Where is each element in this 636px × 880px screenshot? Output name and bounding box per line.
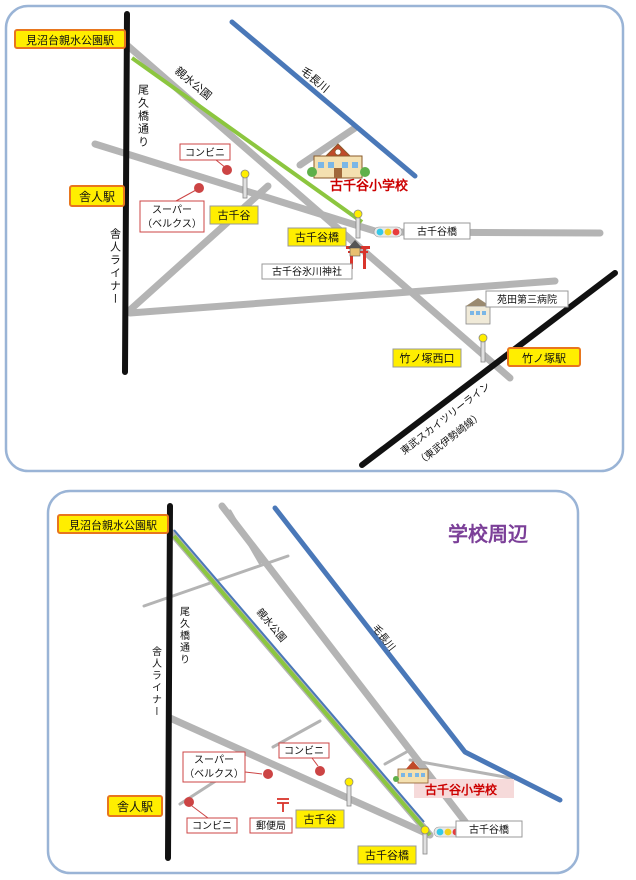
overview-map: 見沼台親水公園駅 舎人駅 竹ノ塚駅 竹ノ塚西口 尾久橋通り 舎人ライナー 親水公… (4, 4, 625, 473)
bus-stop-kojiya-icon-2 (344, 777, 354, 807)
station-minumadai: 見沼台親水公園駅 (26, 33, 114, 47)
hospital-label: 苑田第三病院 (497, 293, 557, 306)
svg-text:舎人ライナー: 舎人ライナー (109, 228, 122, 306)
school-label-2: 古千谷小学校 (425, 782, 498, 797)
station-box-minumadai-2 (57, 514, 169, 534)
stop-kojiyabashi-2: 古千谷橋 (365, 848, 409, 862)
school-label-bg-2 (414, 779, 514, 798)
stop-kojiyabashi: 古千谷橋 (295, 230, 339, 244)
convenience-box-2 (186, 817, 238, 834)
post-office-label: 郵便局 (256, 819, 286, 832)
convenience-leader-2 (191, 805, 209, 819)
school-icon-2 (393, 761, 429, 784)
stop-box-kojiya (209, 205, 259, 225)
convenience-dot-1 (315, 766, 325, 776)
stop-box-kojiya-2 (295, 809, 345, 829)
convenience-label: コンビニ (185, 147, 225, 159)
kenagawa-river-2 (272, 505, 563, 803)
supermarket-box-2 (182, 751, 246, 783)
toneri-liner-label-2: 舎人ライナー (150, 646, 162, 718)
stop-takenotsuka-west: 竹ノ塚西口 (400, 351, 455, 365)
svg-text:尾久橋通り: 尾久橋通り (178, 606, 190, 666)
supermarket-leader-2 (244, 771, 263, 775)
convenience-dot (222, 165, 232, 175)
shrine-label: 古千谷氷川神社 (272, 265, 342, 278)
supermarket-label-1: スーパー (152, 204, 192, 216)
shrine-label-box (261, 263, 353, 280)
signal-label: 古千谷橋 (417, 225, 457, 238)
hospital-icon (465, 298, 491, 325)
station-toneri-2: 舎人駅 (117, 800, 153, 814)
road-north-branch (218, 502, 474, 832)
school-area-map: 学校周辺 見沼台親水公園駅 舎人駅 尾久橋通り 舎人ライナー 親水公園 (46, 489, 580, 875)
ogubashi-label-2: 尾久橋通り (178, 606, 190, 666)
supermarket-dot-2 (263, 769, 273, 779)
road-kojiya (91, 140, 382, 236)
bus-stop-kojiyabashi-icon-2 (420, 825, 430, 855)
signal-label-box (403, 222, 471, 240)
toneri-liner-rail-2 (165, 503, 173, 861)
bus-stop-icon (478, 333, 488, 363)
green-path-2 (172, 534, 432, 837)
shrine-icon (348, 240, 362, 257)
stop-box-takenotsuka-west (392, 348, 462, 368)
station-minumadai-2: 見沼台親水公園駅 (69, 518, 157, 532)
ogubashi-label: 尾久橋通り (137, 84, 150, 149)
kenagawa-river (229, 19, 418, 179)
svg-text:尾久橋通り: 尾久橋通り (137, 84, 150, 149)
post-office-box (249, 817, 293, 834)
bus-stop-kojiyabashi-icon (353, 209, 363, 239)
convenience-leader-1 (311, 757, 319, 767)
green-path (130, 56, 364, 224)
toneri-liner-label: 舎人ライナー (109, 228, 122, 306)
road-south (126, 277, 559, 317)
hospital-label-box (485, 290, 569, 308)
supermarket-label-box (139, 200, 205, 233)
stop-kojiya: 古千谷 (218, 209, 251, 222)
road-short (296, 124, 359, 169)
post-office-icon (277, 798, 289, 812)
convenience-label-2: コンビニ (192, 820, 232, 832)
station-box-takenotsuka (507, 347, 581, 367)
station-box-toneri (69, 185, 125, 207)
stop-kojiya-2: 古千谷 (304, 813, 337, 826)
supermarket-leader (175, 189, 197, 202)
bus-stop-kojiya-icon (240, 169, 250, 199)
convenience-dot-2 (184, 797, 194, 807)
toneri-liner-rail (122, 11, 130, 375)
tobu-rail (359, 270, 618, 468)
supermarket-label-2: （ベルクス） (142, 218, 202, 230)
station-takenotsuka: 竹ノ塚駅 (522, 351, 566, 365)
school-label: 古千谷小学校 (330, 178, 409, 194)
signal-label-box-2 (455, 820, 523, 838)
supermarket-label-2b: （ベルクス） (184, 768, 244, 780)
map-title: 学校周辺 (448, 522, 528, 546)
station-box-toneri-2 (107, 795, 163, 817)
station-toneri: 舎人駅 (79, 190, 115, 204)
stop-box-kojiyabashi (287, 227, 347, 247)
signal-label-2: 古千谷橋 (469, 823, 509, 836)
convenience-label-1: コンビニ (284, 745, 324, 757)
supermarket-label-2a: スーパー (194, 754, 234, 766)
station-box-minumadai (14, 29, 126, 49)
road-west-2 (166, 714, 434, 839)
school-icon (307, 143, 370, 179)
traffic-signal-icon (373, 226, 403, 238)
convenience-label-box (179, 143, 231, 161)
supermarket-dot (194, 183, 204, 193)
svg-text:舎人ライナー: 舎人ライナー (150, 646, 162, 718)
convenience-box-1 (278, 742, 330, 759)
blue-path-2 (173, 529, 425, 823)
school-area-map-frame (46, 489, 580, 875)
stop-box-kojiyabashi-2 (357, 845, 417, 865)
